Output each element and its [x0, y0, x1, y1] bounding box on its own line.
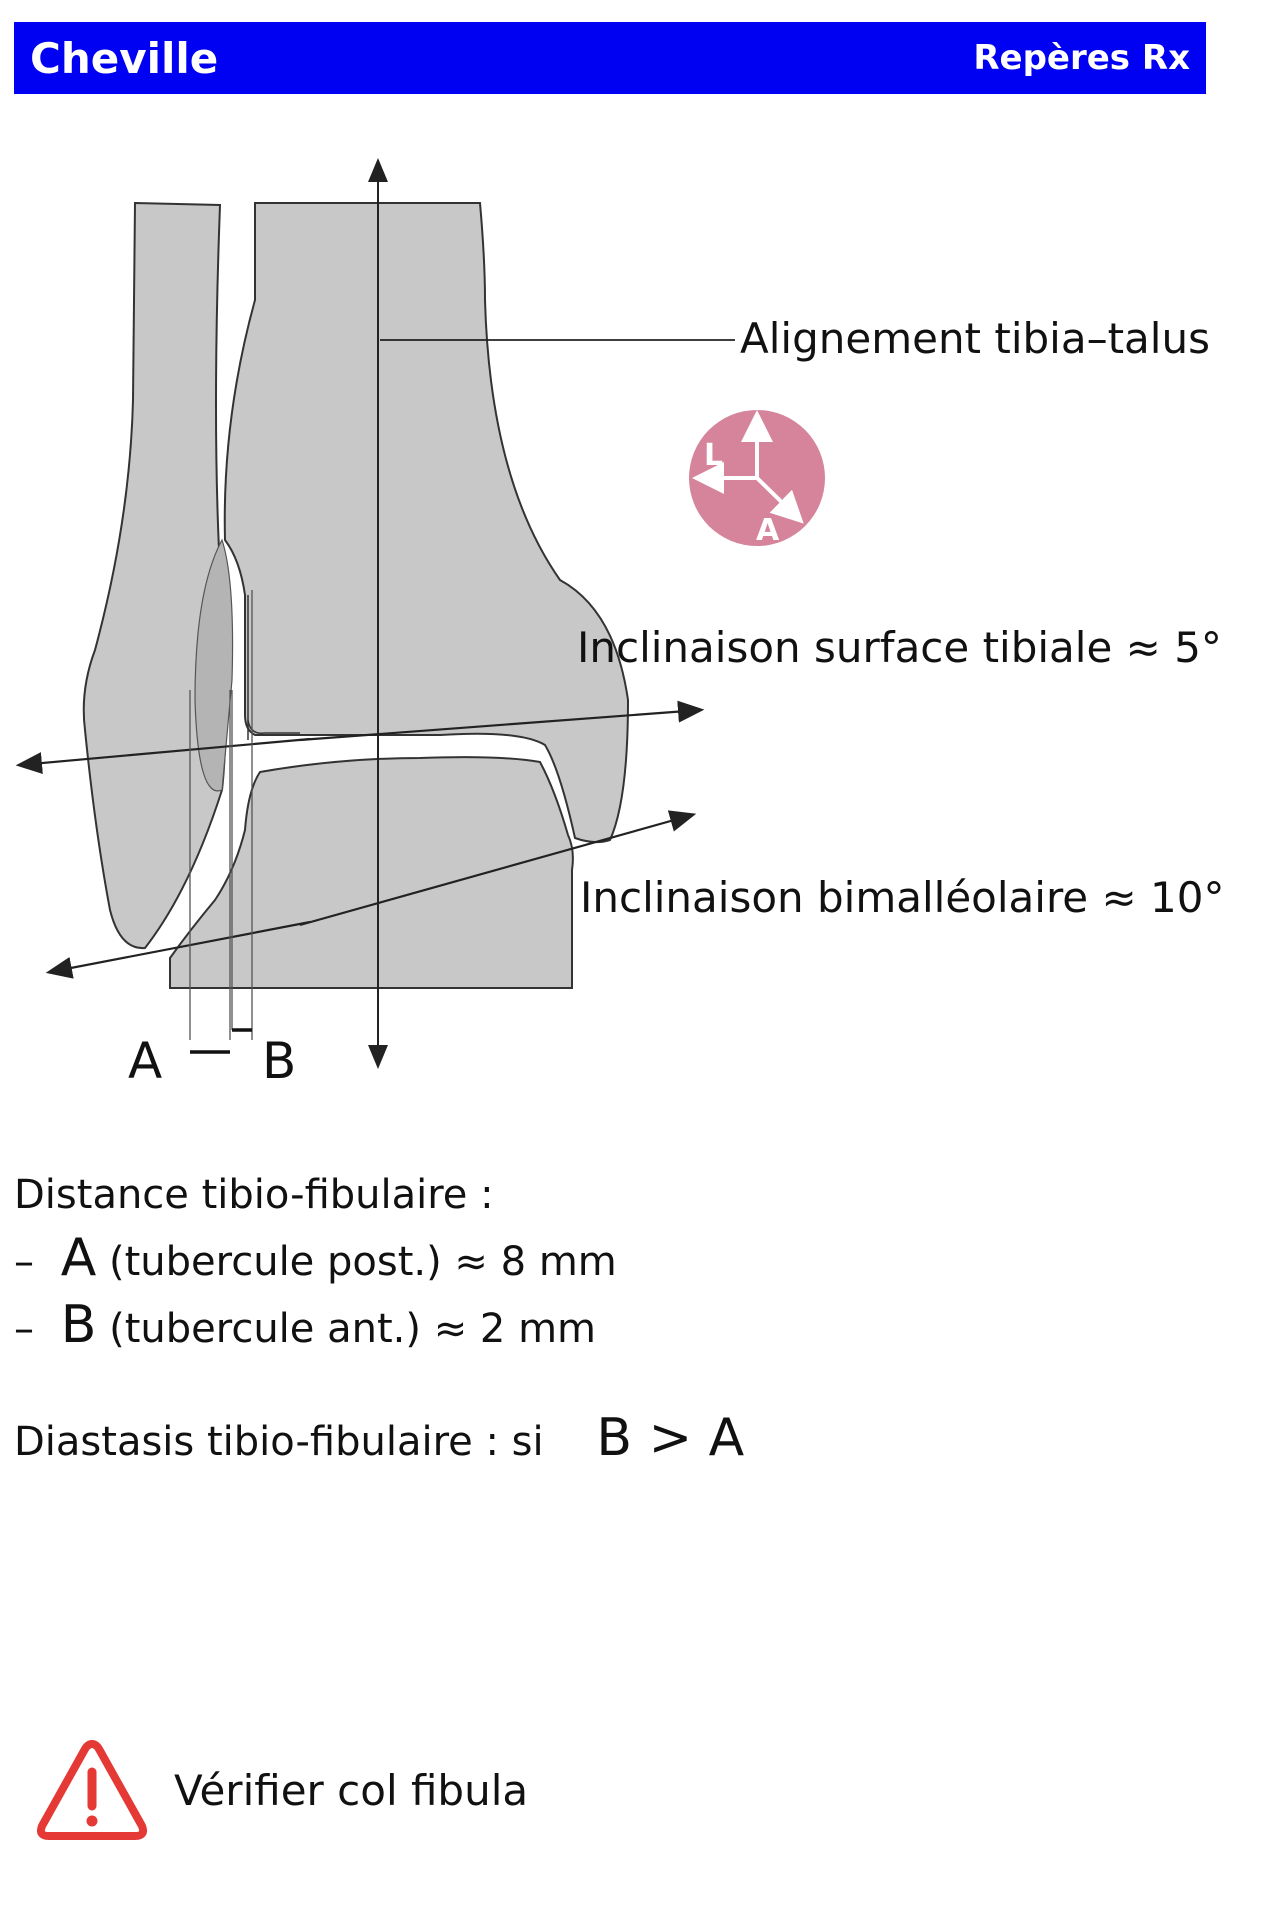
tibia-bone	[223, 202, 630, 844]
diastasis-text: Diastasis tibio-fibulaire : si	[14, 1419, 544, 1465]
warning-text: Vérifier col fibula	[174, 1765, 529, 1815]
bimalleolar-inclination-label: Inclinaison bimalléolaire ≈ 10°	[580, 873, 1224, 922]
orientation-a-label: A	[756, 513, 780, 548]
measurements-heading: Distance tibio-fibulaire :	[14, 1172, 494, 1218]
tibial-inclination-label: Inclinaison surface tibiale ≈ 5°	[577, 623, 1222, 672]
point-b-label: B	[262, 1032, 296, 1090]
header-bar: Cheville Repères Rx	[14, 22, 1206, 94]
warning-row: Vérifier col fibula	[36, 1738, 528, 1842]
letter-a: A	[60, 1228, 97, 1288]
measurement-item-a: – A (tubercule post.) ≈ 8 mm	[14, 1228, 617, 1288]
fibula-bone	[82, 201, 227, 950]
measurement-text-b: (tubercule ant.) ≈ 2 mm	[109, 1306, 597, 1352]
measurement-item-b: – B (tubercule ant.) ≈ 2 mm	[14, 1295, 596, 1355]
diastasis-formula: B > A	[596, 1408, 745, 1468]
diastasis-line: Diastasis tibio-fibulaire : si B > A	[14, 1408, 744, 1468]
page-title: Cheville	[30, 33, 219, 83]
measurement-text-a: (tubercule post.) ≈ 8 mm	[109, 1239, 617, 1285]
bullet: –	[14, 1239, 34, 1285]
overlap-zone	[194, 538, 234, 792]
orientation-l-label: L	[704, 438, 723, 473]
ankle-diagram: A B Alignement tibia–talus Inclinaison s…	[15, 158, 1224, 1090]
alignment-label: Alignement tibia–talus	[740, 314, 1210, 363]
letter-b: B	[60, 1295, 97, 1355]
point-a-label: A	[128, 1032, 162, 1090]
tibial-surface-line	[299, 700, 705, 742]
warning-triangle-icon	[36, 1740, 148, 1840]
section-label: Repères Rx	[973, 38, 1190, 78]
orientation-badge: L A	[689, 410, 825, 548]
bimalleolar-line	[299, 810, 697, 927]
bullet: –	[14, 1306, 34, 1352]
